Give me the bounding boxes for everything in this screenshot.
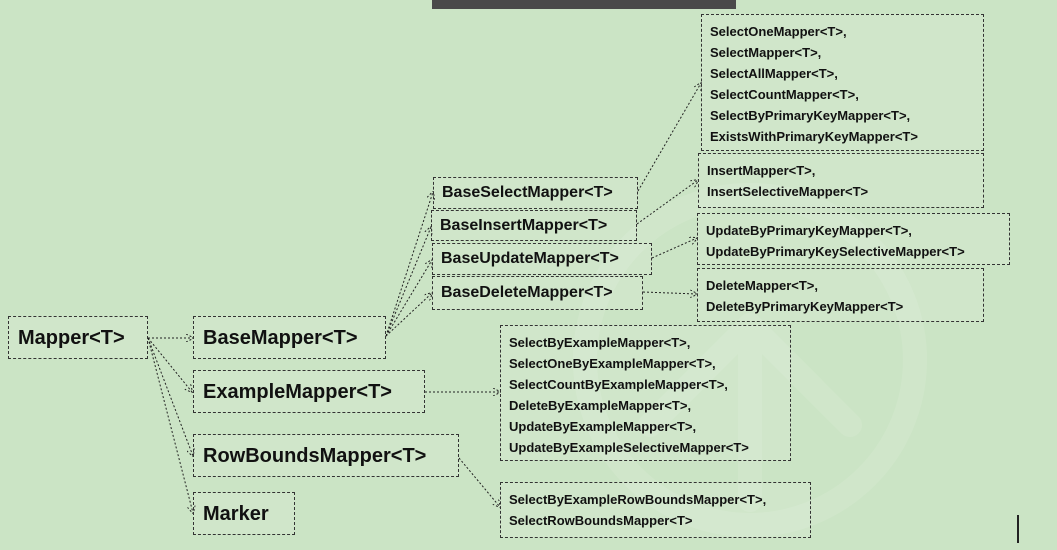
leaf-select-row-bounds-mapper: SelectRowBoundsMapper<T> <box>509 513 693 528</box>
edge-baseselect-leaves <box>637 83 701 192</box>
base-delete-mapper-node: BaseDeleteMapper<T> <box>432 276 643 310</box>
leaf-insert-selective-mapper: InsertSelectiveMapper<T> <box>707 184 869 199</box>
edge-mapper-rowboundsmapper <box>147 337 193 456</box>
row-bounds-mapper-node: RowBoundsMapper<T> <box>193 434 459 477</box>
text-cursor <box>1017 515 1019 543</box>
base-mapper-node: BaseMapper<T> <box>193 316 386 359</box>
base-mapper-label: BaseMapper<T> <box>203 326 358 349</box>
leaf-update-by-primary-key-mapper: UpdateByPrimaryKeyMapper<T>, <box>706 223 912 238</box>
edge-rowbounds-leaves <box>458 457 500 507</box>
top-bar <box>432 0 736 9</box>
base-update-mapper-node: BaseUpdateMapper<T> <box>432 243 652 275</box>
leaf-update-by-example-selective-mapper: UpdateByExampleSelectiveMapper<T> <box>509 440 749 455</box>
base-select-mapper-label: BaseSelectMapper<T> <box>442 184 613 201</box>
leaf-select-one-mapper: SelectOneMapper<T>, <box>710 24 847 39</box>
mapper-label: Mapper<T> <box>18 326 125 349</box>
delete-leaf-box: DeleteMapper<T>, DeleteByPrimaryKeyMappe… <box>697 268 984 322</box>
base-select-mapper-node: BaseSelectMapper<T> <box>433 177 638 209</box>
leaf-select-mapper: SelectMapper<T>, <box>710 45 822 60</box>
leaf-select-count-by-example-mapper: SelectCountByExampleMapper<T>, <box>509 377 728 392</box>
edge-basemapper-baseupdate <box>385 260 432 337</box>
row-bounds-leaf-box: SelectByExampleRowBoundsMapper<T>, Selec… <box>500 482 811 538</box>
row-bounds-mapper-label: RowBoundsMapper<T> <box>203 444 427 467</box>
leaf-select-count-mapper: SelectCountMapper<T>, <box>710 87 859 102</box>
update-leaf-box: UpdateByPrimaryKeyMapper<T>, UpdateByPri… <box>697 213 1010 265</box>
insert-leaf-box: InsertMapper<T>, InsertSelectiveMapper<T… <box>698 153 984 208</box>
leaf-delete-mapper: DeleteMapper<T>, <box>706 278 818 293</box>
leaf-delete-by-example-mapper: DeleteByExampleMapper<T>, <box>509 398 692 413</box>
leaf-insert-mapper: InsertMapper<T>, <box>707 163 816 178</box>
edge-basemapper-baseselect <box>385 192 433 337</box>
example-mapper-node: ExampleMapper<T> <box>193 370 425 413</box>
leaf-select-by-primary-key-mapper: SelectByPrimaryKeyMapper<T>, <box>710 108 911 123</box>
base-delete-mapper-label: BaseDeleteMapper<T> <box>441 284 613 301</box>
marker-node: Marker <box>193 492 295 535</box>
mapper-node: Mapper<T> <box>8 316 148 359</box>
edge-mapper-examplemapper <box>147 337 192 392</box>
leaf-delete-by-primary-key-mapper: DeleteByPrimaryKeyMapper<T> <box>706 299 904 314</box>
base-insert-mapper-node: BaseInsertMapper<T> <box>431 210 637 241</box>
leaf-select-by-example-row-bounds-mapper: SelectByExampleRowBoundsMapper<T>, <box>509 492 767 507</box>
marker-label: Marker <box>203 502 269 525</box>
leaf-update-by-primary-key-selective-mapper: UpdateByPrimaryKeySelectiveMapper<T> <box>706 244 965 259</box>
leaf-select-one-by-example-mapper: SelectOneByExampleMapper<T>, <box>509 356 716 371</box>
base-insert-mapper-label: BaseInsertMapper<T> <box>440 216 608 234</box>
leaf-select-by-example-mapper: SelectByExampleMapper<T>, <box>509 335 691 350</box>
edge-basemapper-basedelete <box>385 293 432 337</box>
edge-baseupdate-leaves <box>651 238 697 259</box>
leaf-exists-with-primary-key-mapper: ExistsWithPrimaryKeyMapper<T> <box>710 129 918 144</box>
edge-basedelete-leaves <box>642 292 697 294</box>
edge-basemapper-baseinsert <box>385 227 431 337</box>
leaf-update-by-example-mapper: UpdateByExampleMapper<T>, <box>509 419 697 434</box>
edge-mapper-marker <box>147 337 193 513</box>
leaf-select-all-mapper: SelectAllMapper<T>, <box>710 66 838 81</box>
example-leaf-box: SelectByExampleMapper<T>, SelectOneByExa… <box>500 325 791 461</box>
example-mapper-label: ExampleMapper<T> <box>203 380 392 403</box>
select-leaf-box: SelectOneMapper<T>, SelectMapper<T>, Sel… <box>701 14 984 151</box>
edge-baseinsert-leaves <box>636 180 698 225</box>
base-update-mapper-label: BaseUpdateMapper<T> <box>441 250 619 267</box>
